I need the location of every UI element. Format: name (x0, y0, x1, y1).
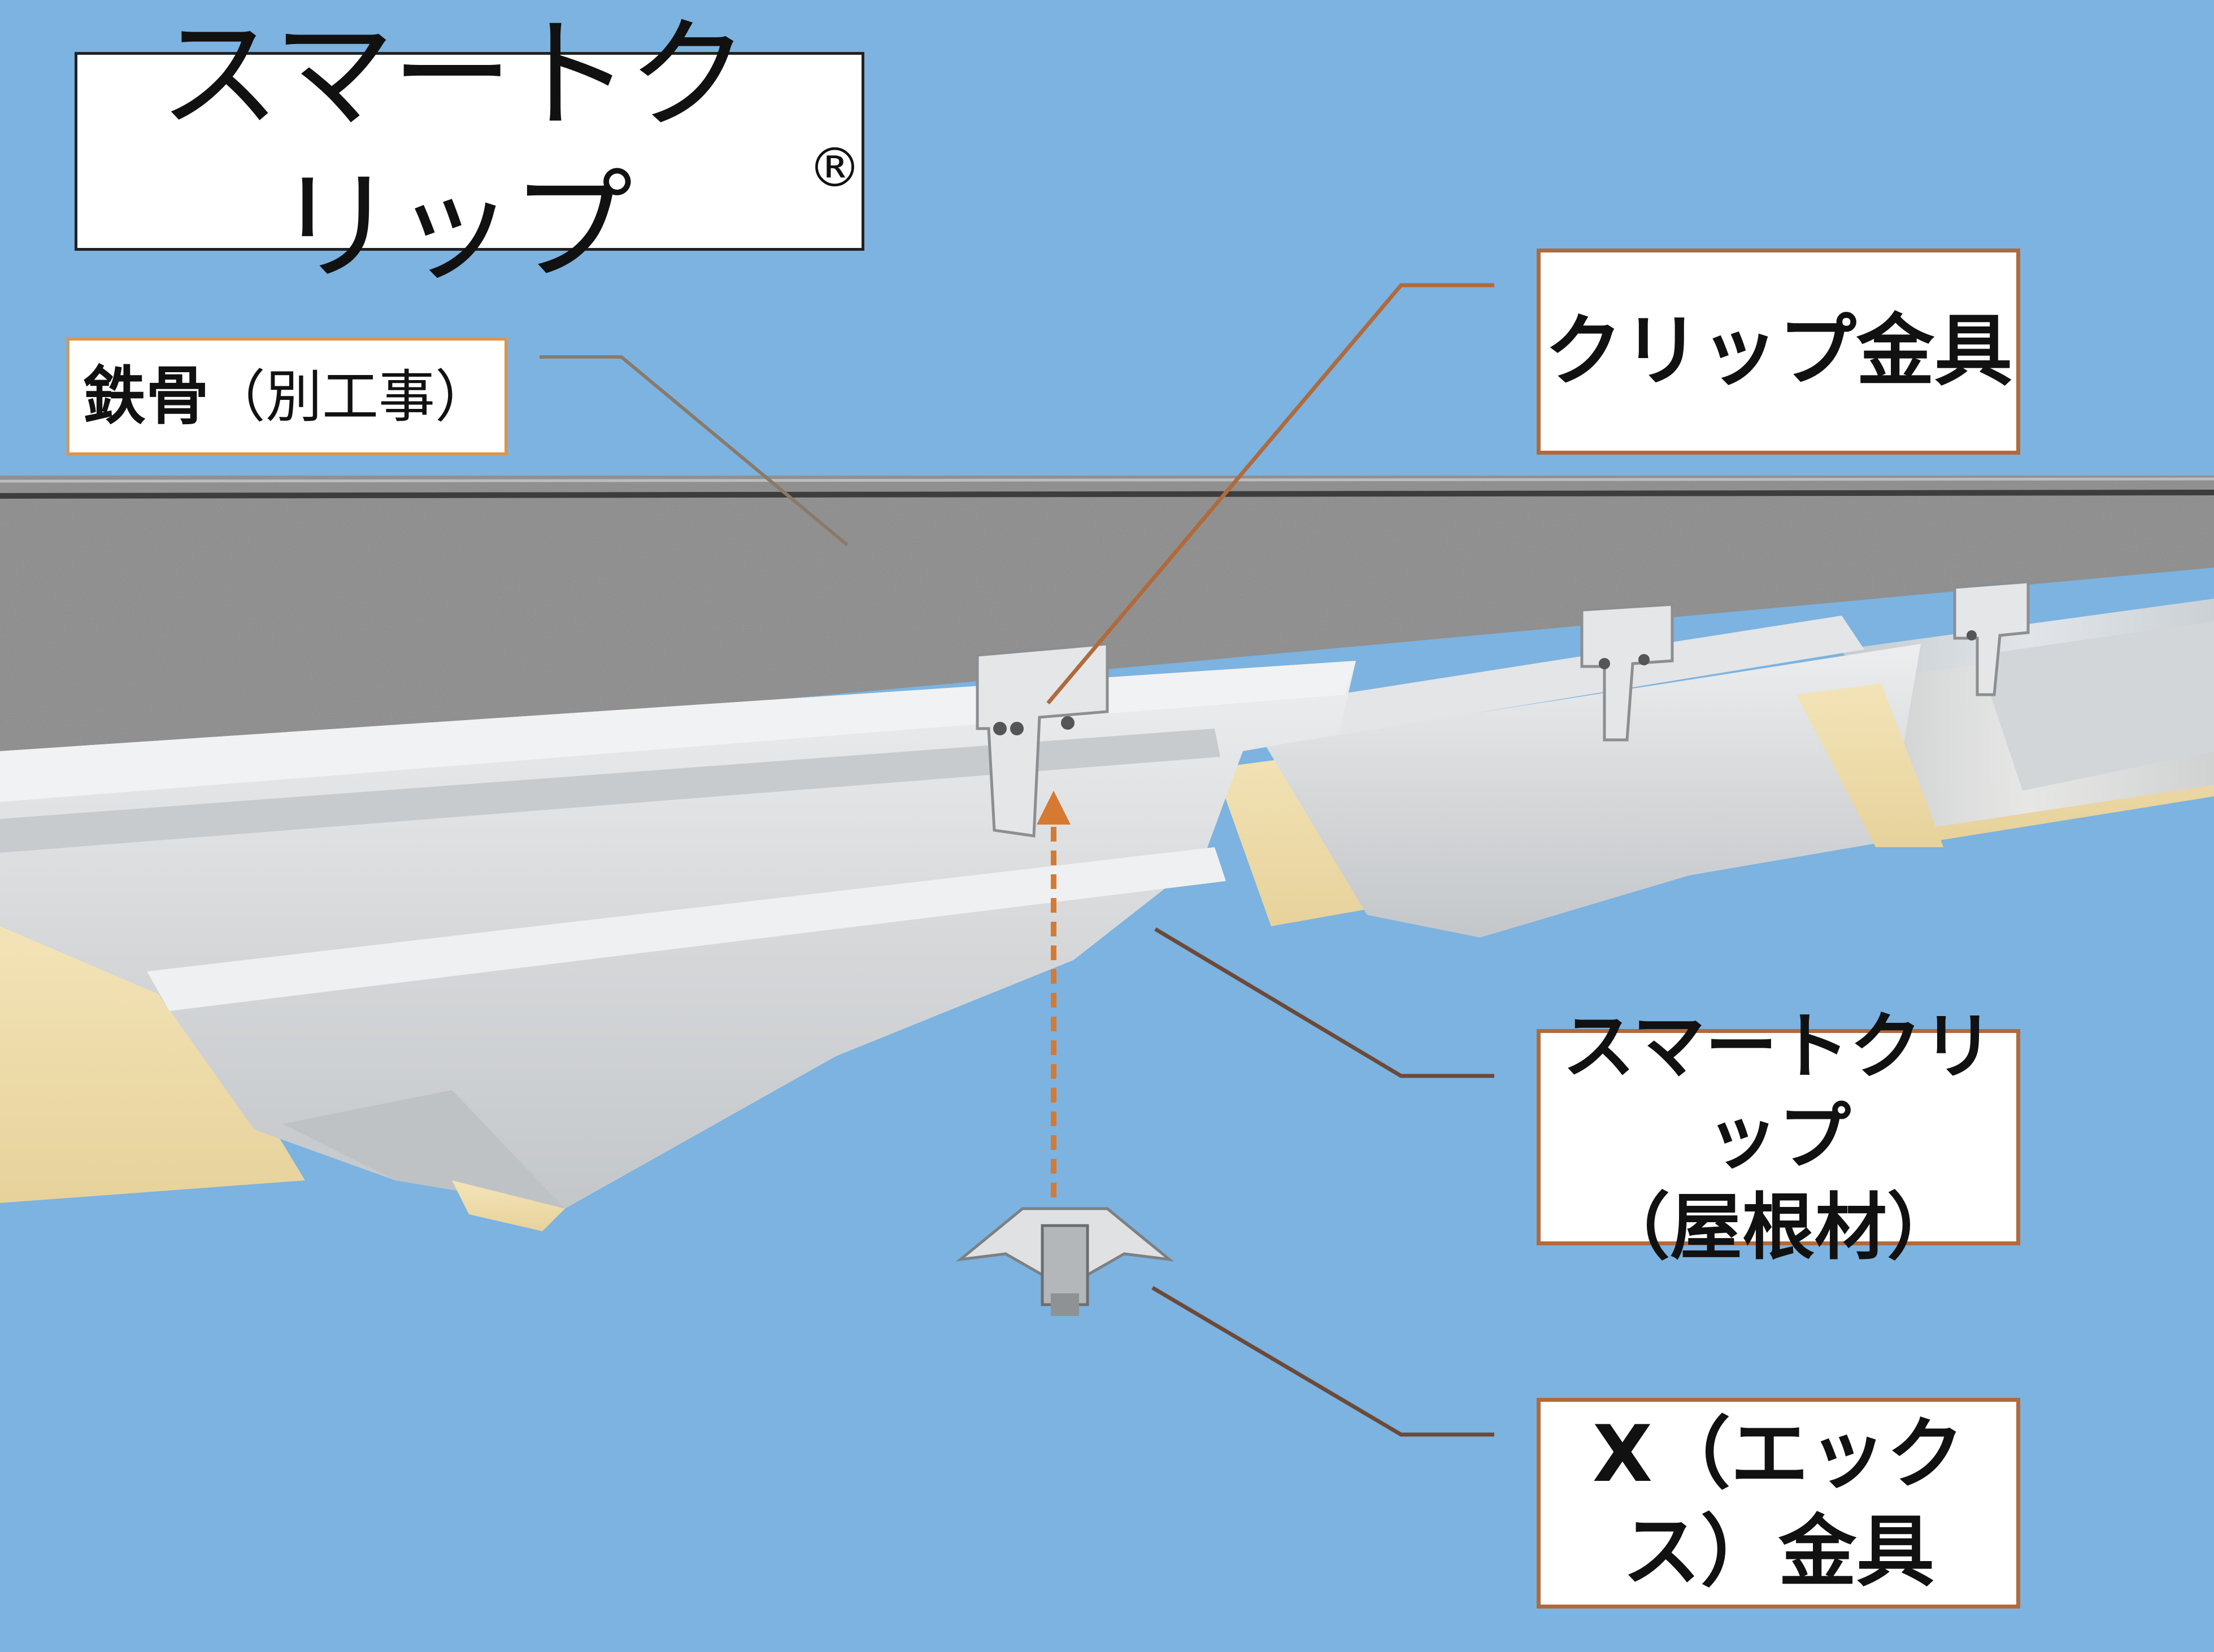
leader-clip (1046, 283, 1494, 705)
clip-fitting-1 (976, 642, 1109, 838)
leader-roof (1154, 927, 1494, 1078)
roof-label-line2: （屋根材） (1597, 1185, 1959, 1270)
roof-panel-main (0, 661, 1356, 1231)
steel-frame-label: 鉄骨 （別工事） (67, 338, 507, 455)
clip-label-text: クリップ金具 (1544, 306, 2012, 397)
clip-fitting-2 (1580, 603, 1674, 742)
steel-beam (0, 476, 2214, 771)
clip-fitting-3 (1953, 580, 2030, 696)
title-text: スマートクリップ (159, 4, 749, 298)
roof-label-line1: スマートクリップ (1562, 1004, 1995, 1179)
registered-mark: ® (808, 137, 862, 199)
x-fitting-label: X（エックス）金具 (1537, 1398, 2020, 1609)
leader-steel (540, 355, 849, 547)
x-label-text: X（エックス）金具 (1592, 1409, 1965, 1597)
clip-fitting-label: クリップ金具 (1537, 249, 2020, 455)
roof-material-label: スマートクリップ （屋根材） (1537, 1005, 2020, 1270)
steel-label-main: 鉄骨 (82, 360, 209, 433)
leader-x (1151, 1285, 1494, 1437)
product-title: スマートクリップ ® (75, 4, 864, 298)
steel-label-paren: （別工事） (209, 363, 491, 430)
roof-panel-middle (1215, 616, 1943, 938)
x-fitting (955, 1207, 1175, 1316)
